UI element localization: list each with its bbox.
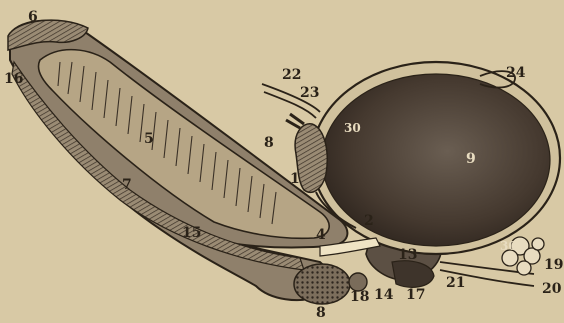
label-16: 16 <box>4 72 23 86</box>
label-23: 23 <box>300 86 319 100</box>
label-30-lower: 30 <box>500 240 517 252</box>
label-6: 6 <box>28 10 38 24</box>
vas-deferens <box>286 114 304 128</box>
label-17: 17 <box>406 288 425 302</box>
label-20: 20 <box>542 282 561 296</box>
label-18: 18 <box>350 290 369 304</box>
label-14: 14 <box>374 288 393 302</box>
label-9: 9 <box>466 152 476 166</box>
label-30-upper: 30 <box>344 122 361 134</box>
label-2: 2 <box>364 214 374 228</box>
label-21: 21 <box>446 276 465 290</box>
bulb <box>294 264 350 304</box>
label-1: 1 <box>290 172 300 186</box>
label-19: 19 <box>544 258 563 272</box>
label-24: 24 <box>506 66 525 80</box>
label-4: 4 <box>316 228 326 242</box>
label-13: 13 <box>398 248 417 262</box>
label-5: 5 <box>144 132 154 146</box>
label-7: 7 <box>122 178 132 192</box>
label-22: 22 <box>282 68 301 82</box>
bladder-cavity <box>322 74 550 246</box>
label-15: 15 <box>182 226 201 240</box>
seminal-vesicle <box>295 124 327 192</box>
label-8-bottom: 8 <box>316 306 326 320</box>
label-8-left: 8 <box>264 136 274 150</box>
